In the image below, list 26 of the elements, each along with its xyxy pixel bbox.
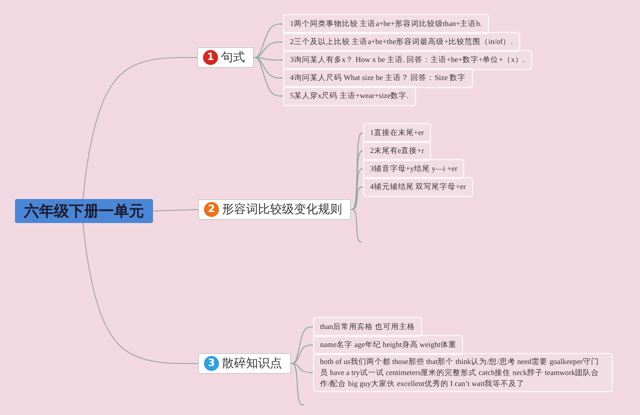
branch-line — [82, 222, 198, 364]
branch-line — [254, 42, 284, 58]
number-badge: 2 — [204, 202, 219, 217]
branch-line — [254, 24, 284, 58]
branch-line — [82, 57, 198, 200]
branch-topic-box — [198, 199, 351, 220]
branch-line — [350, 186, 364, 210]
branch-topic-box — [198, 353, 291, 374]
branch-line — [350, 150, 364, 210]
number-badge: 1 — [203, 50, 218, 65]
branch-line — [290, 326, 314, 364]
branch-line — [350, 209, 362, 242]
branch-line — [290, 363, 314, 373]
topic-label: 形容词比较级变化规则 — [222, 201, 342, 218]
branch-line — [152, 209, 198, 212]
branch-line — [350, 132, 364, 210]
branch-line — [350, 168, 364, 210]
branch-line — [254, 57, 284, 78]
branch-line — [290, 363, 304, 406]
number-badge: 3 — [204, 356, 219, 371]
topic-label: 句式 — [221, 49, 245, 66]
topic-label: 散碎知识点 — [222, 355, 282, 372]
branch-line — [290, 344, 314, 364]
branch-topic-box — [197, 47, 254, 68]
branch-line — [254, 57, 284, 96]
root-topic-box: 六年级下册一单元 — [15, 199, 153, 223]
